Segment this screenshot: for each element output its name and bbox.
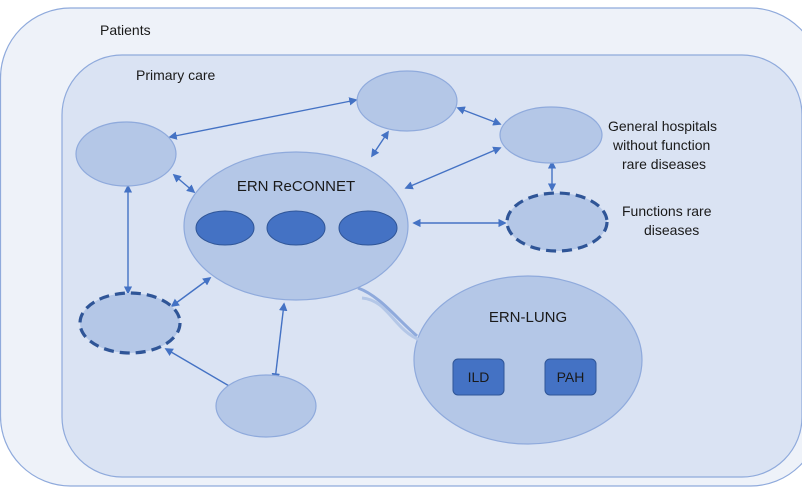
general-hospitals-label: General hospitals without function rare … (608, 118, 721, 172)
ern-lung-label: ERN-LUNG (489, 309, 567, 326)
arrow-dashed-bottom (164, 348, 238, 391)
ern-lung-node (413, 275, 643, 445)
reconnet-inner-node-3 (338, 210, 398, 246)
arrow-general-center (404, 146, 502, 190)
connection-arrows (123, 97, 557, 391)
pah-box (544, 358, 597, 396)
pah-label: PAH (557, 369, 585, 385)
patients-label: Patients (100, 22, 151, 38)
arrow-left-center (172, 173, 196, 194)
functions-rare-diseases-label: Functions rare diseases (622, 203, 715, 238)
reconnet-inner-node-1 (195, 210, 255, 246)
arrow-top-center (371, 130, 389, 158)
node-left-dashed (78, 291, 182, 355)
reconnet-inner-node-2 (266, 210, 326, 246)
arrow-dashed-center (170, 277, 212, 307)
node-left (75, 121, 177, 187)
primary-care-label: Primary care (136, 67, 216, 83)
network-link-strand (357, 286, 421, 342)
ild-box (452, 358, 505, 396)
node-functions-dashed (505, 191, 609, 253)
ild-label: ILD (468, 369, 490, 385)
ern-reconnet-label: ERN ReCONNET (237, 178, 355, 195)
node-bottom (215, 374, 317, 438)
arrow-top-left (168, 97, 358, 140)
arrow-center-bottom (271, 302, 288, 382)
node-general-hospitals (499, 106, 603, 164)
arrow-top-general (456, 106, 502, 126)
node-top (356, 70, 458, 132)
